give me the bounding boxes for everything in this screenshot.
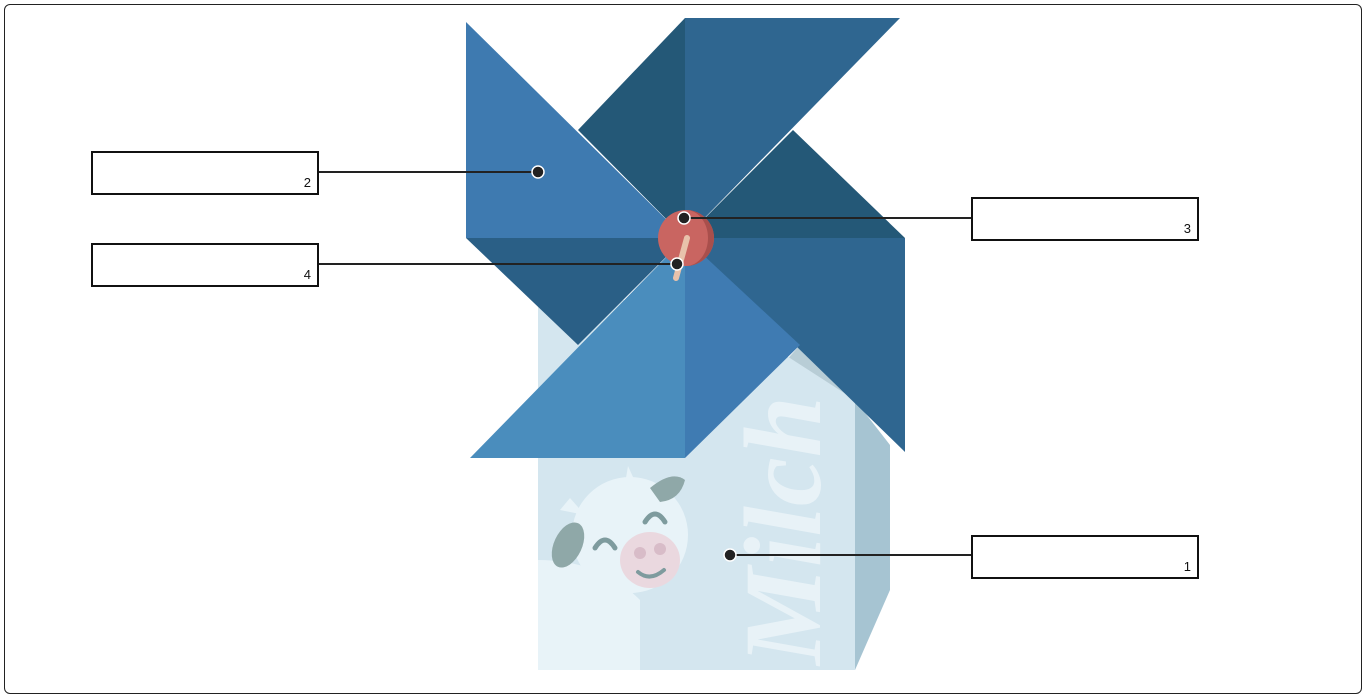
leader-dot-1 [723,548,737,562]
label-number-3: 3 [1183,221,1191,236]
blade-bottom-left [470,238,685,458]
label-box-4[interactable]: 4 [91,243,319,287]
leader-dot-2 [531,165,545,179]
pinwheel [466,18,905,458]
leader-dot-4 [670,257,684,271]
blade-right-dark [685,130,905,238]
blade-left-upper [466,22,685,238]
cow-ear-left [551,522,585,568]
label-box-2[interactable]: 2 [91,151,319,195]
label-number-2: 2 [303,175,311,190]
leader-lines [318,165,972,562]
pinwheel-milk-carton-illustration: Milch [318,18,972,670]
blade-top-right [685,18,900,238]
blade-top-dark [578,18,685,238]
label-box-1[interactable]: 1 [971,535,1199,579]
carton-side-panel [855,400,890,670]
label-box-3[interactable]: 3 [971,197,1199,241]
cow-horn [624,466,638,490]
blade-bottom-right [685,238,800,458]
label-number-1: 1 [1183,559,1191,574]
pinwheel-pin [658,210,714,281]
cow-snout [620,532,680,588]
carton-milch-text: Milch [722,396,844,667]
leader-dot-3 [677,211,691,225]
cow-drawing [538,466,688,670]
cow-ear-right [650,476,685,502]
label-number-4: 4 [303,267,311,282]
